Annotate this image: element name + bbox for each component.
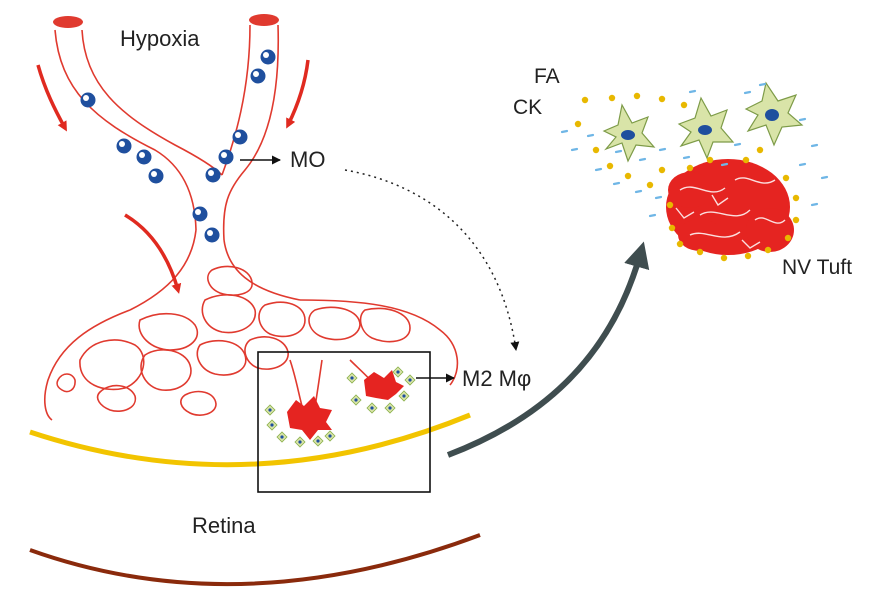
vessel-opening-right (249, 14, 279, 26)
glial-cell-icon (276, 431, 288, 443)
fatty-acid-dashes (560, 82, 829, 218)
zoom-box (257, 351, 431, 493)
flow-arrow-left (36, 64, 67, 132)
monocyte-icon (260, 49, 276, 65)
progression-arrow (446, 241, 650, 458)
cytokine-dots (574, 92, 800, 262)
flow-arrow-right (286, 59, 310, 129)
glial-cell-icon (404, 374, 416, 386)
glial-cell-icon (346, 372, 358, 384)
label-nv-tuft: NV Tuft (782, 256, 852, 279)
neovascular-tuft-icon (666, 159, 794, 255)
glial-cells-large (602, 81, 804, 163)
monocyte-icon (116, 138, 132, 154)
glial-cell-icon (366, 402, 378, 414)
nv-tuft (666, 159, 794, 255)
glial-cell-icon (384, 402, 396, 414)
glial-cells-small (264, 366, 416, 448)
monocyte-icon (250, 68, 266, 84)
monocyte-icon (232, 129, 248, 145)
label-mo: MO (290, 147, 325, 172)
blood-vessel (43, 14, 459, 426)
monocyte-icon (80, 92, 96, 108)
monocyte-icon (205, 167, 221, 183)
flow-arrow-lower (124, 213, 182, 294)
glial-cell-icon (266, 419, 278, 431)
label-retina: Retina (192, 513, 256, 538)
monocyte-icon (218, 149, 234, 165)
retina-inner-layer (29, 412, 471, 468)
label-ck: CK (513, 96, 542, 119)
monocyte-icon (136, 149, 152, 165)
glial-cell-icon (264, 404, 276, 416)
label-m2: M2 Mφ (462, 366, 531, 391)
glial-cell-icon (350, 394, 362, 406)
label-hypoxia: Hypoxia (120, 26, 200, 51)
label-fa: FA (534, 65, 560, 88)
glial-cell-icon (312, 435, 324, 447)
vessel-opening-left (53, 16, 83, 28)
glial-cell-icon (677, 96, 735, 160)
glial-cell-icon (398, 390, 410, 402)
monocyte-icon (204, 227, 220, 243)
small-tuft-right (364, 370, 404, 400)
glial-cell-icon (744, 81, 804, 147)
glial-cell-icon (392, 366, 404, 378)
glial-cell-icon (294, 436, 306, 448)
monocyte-icon (148, 168, 164, 184)
glial-cell-icon (602, 103, 656, 163)
blood-flow-arrows (36, 59, 310, 294)
monocyte-icon (192, 206, 208, 222)
retina-outer-layer (29, 533, 481, 587)
monocytes (80, 49, 276, 243)
small-tuft-left (287, 396, 332, 440)
glial-cell-icon (324, 430, 336, 442)
